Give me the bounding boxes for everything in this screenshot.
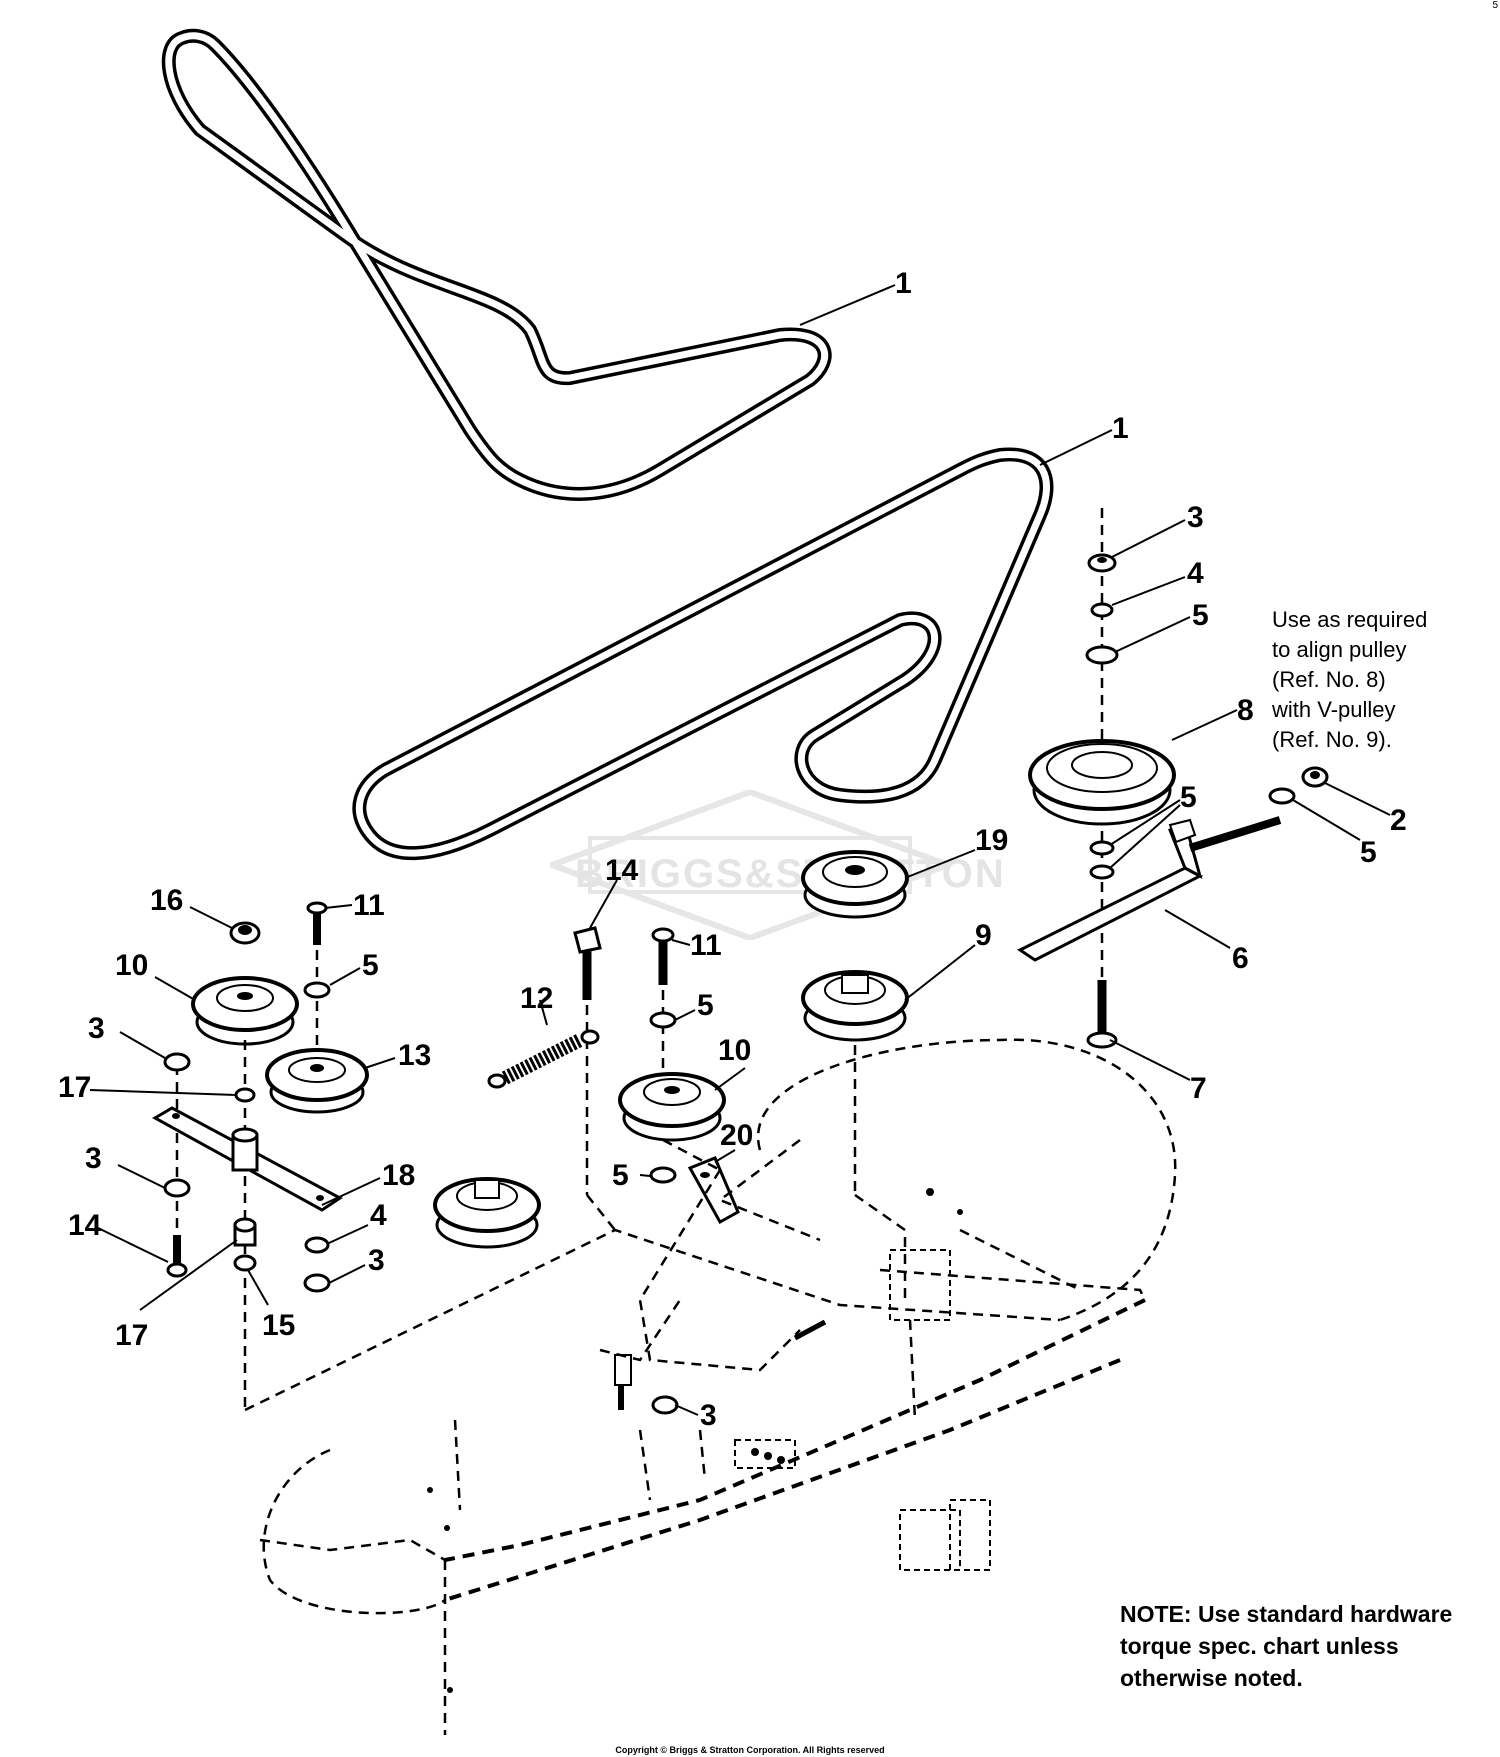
- copyright-footer: Copyright © Briggs & Stratton Corporatio…: [615, 1745, 885, 1755]
- pulley-spindle-left: [433, 1177, 541, 1249]
- pulley-9: [801, 970, 909, 1042]
- upper-belt: [161, 28, 832, 501]
- pulley-13: [265, 1048, 369, 1114]
- washer-5-under-pulley-a: [1089, 840, 1115, 856]
- callout-spring-12: 12: [520, 982, 553, 1015]
- washer-5-top-right: [1085, 645, 1119, 665]
- callout-nut-top-right: 3: [1187, 501, 1204, 534]
- spring-12: [487, 1029, 600, 1089]
- washer-5-under-pulley-b: [1089, 864, 1115, 880]
- belt-guide-20: [687, 1156, 740, 1225]
- washer-5-center-lower: [649, 1166, 677, 1184]
- callout-guide-20: 20: [720, 1119, 753, 1152]
- idler-pulley-10-left: [191, 976, 299, 1046]
- bolt-11-center: [651, 927, 675, 985]
- leader-lines: [89, 284, 1391, 1416]
- callout-bolt-11-center: 11: [690, 929, 722, 962]
- callout-pulley-8: 8: [1237, 694, 1254, 727]
- spacer-17-lower: [233, 1217, 257, 1247]
- callout-washer-center: 5: [697, 989, 714, 1022]
- callout-bolt-11-left: 11: [353, 889, 385, 922]
- lockwasher-4-left: [304, 1236, 330, 1254]
- bushing-16: [229, 921, 261, 945]
- callout-belt-lower: 1: [1112, 412, 1129, 445]
- idler-pulley-10-center: [618, 1072, 726, 1142]
- callout-spacer-17-upper: 17: [58, 1071, 91, 1104]
- callout-washer-right: 5: [1360, 836, 1377, 869]
- deck-fasteners: [427, 1188, 991, 1693]
- callout-nut-center-lower: 3: [700, 1399, 717, 1432]
- callout-lockwasher-left: 4: [370, 1199, 387, 1232]
- callout-bolt-14-center: 14: [605, 854, 639, 887]
- callout-bolt-7: 7: [1190, 1072, 1207, 1105]
- pulley-alignment-note: Use as required to align pulley (Ref. No…: [1272, 607, 1428, 752]
- callout-spacer-17-lower: 17: [115, 1319, 148, 1352]
- watermark-text: BRIGGS&STRATTON: [575, 852, 1006, 896]
- nut-3-left-bottom: [303, 1273, 331, 1293]
- watermark-logo: [550, 790, 950, 940]
- callout-labels: 1 1 3 4 5 8 5 2 5 19 9 6 7 14 11 12 5 10…: [58, 267, 1407, 1432]
- callout-pulley-9: 9: [975, 919, 992, 952]
- callout-nut-2: 2: [1390, 804, 1407, 837]
- callout-nut-left-bottom: 3: [368, 1244, 385, 1277]
- bolt-11-left: [306, 901, 328, 945]
- washer-5-center: [649, 1011, 677, 1029]
- lower-belt: [352, 447, 1054, 861]
- page-corner-mark: 5: [1492, 0, 1498, 11]
- torque-spec-note: NOTE: Use standard hardware torque spec.…: [1120, 1601, 1453, 1691]
- bolt-14-left: [166, 1235, 188, 1278]
- spacer-17-upper: [234, 1087, 256, 1103]
- callout-belt-upper: 1: [895, 267, 912, 300]
- callout-idler-19: 19: [975, 824, 1008, 857]
- callout-bolt-14-left: 14: [68, 1209, 102, 1242]
- nut-3-top-right: [1087, 553, 1117, 573]
- bolt-7: [1086, 980, 1118, 1049]
- callout-washer-15: 15: [262, 1309, 295, 1342]
- washer-5-right: [1268, 787, 1296, 805]
- nut-2: [1301, 766, 1329, 788]
- callout-washer-top-right: 5: [1192, 599, 1209, 632]
- idler-arm-18: [151, 1106, 343, 1212]
- lockwasher-4-top-right: [1090, 602, 1114, 618]
- callout-washer-left: 5: [362, 949, 379, 982]
- callout-arm-18: 18: [382, 1159, 415, 1192]
- callout-bracket-6: 6: [1232, 942, 1249, 975]
- callout-nut-left-lower: 3: [85, 1142, 102, 1175]
- callout-washer-under-pulley-8: 5: [1180, 781, 1197, 814]
- callout-idler-10-center: 10: [718, 1034, 751, 1067]
- callout-bushing-16: 16: [150, 884, 183, 917]
- nut-3-left-upper: [163, 1052, 191, 1072]
- callout-nut-left-upper: 3: [88, 1012, 105, 1045]
- washer-5-left: [303, 981, 331, 999]
- bracket-6: [1017, 816, 1282, 962]
- callout-washer-center-lower: 5: [612, 1159, 629, 1192]
- callout-pulley-13: 13: [398, 1039, 431, 1072]
- washer-15: [233, 1254, 257, 1272]
- nut-3-left-lower: [163, 1178, 191, 1198]
- bolt-14-center: [573, 926, 602, 1000]
- mower-deck-outline: [244, 1038, 1177, 1735]
- pulley-8: [1028, 739, 1176, 826]
- callout-lockwasher-top-right: 4: [1187, 557, 1204, 590]
- idler-pulley-19: [801, 850, 909, 919]
- callout-idler-10-left: 10: [115, 949, 148, 982]
